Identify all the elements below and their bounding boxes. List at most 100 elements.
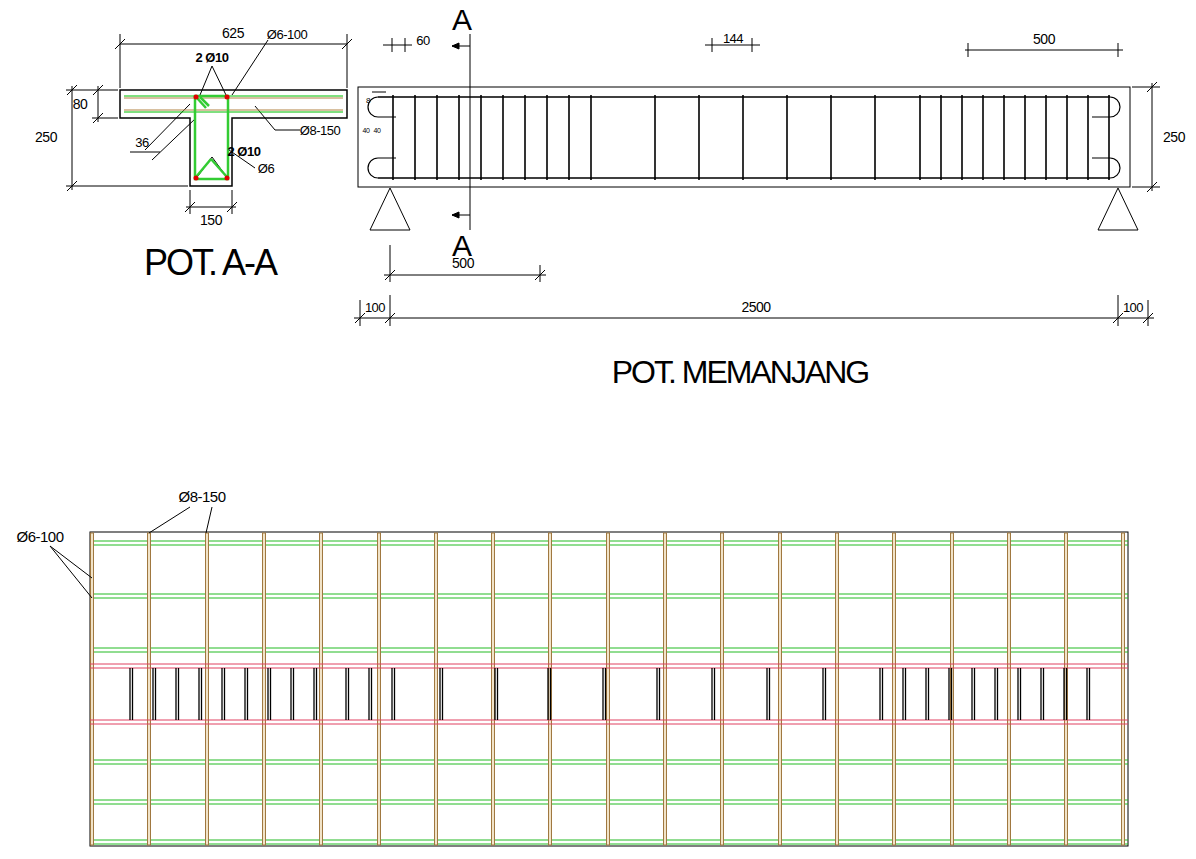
rebar-bar	[1122, 533, 1125, 845]
rebar-line	[175, 668, 176, 720]
rebar-line	[524, 95, 526, 180]
rebar-line	[391, 668, 392, 720]
rebar-line	[247, 668, 248, 720]
dimension: 40	[374, 127, 381, 134]
rebar-line	[902, 668, 903, 720]
rebar-line	[698, 95, 700, 180]
rebar-line	[830, 95, 832, 180]
rebar-line	[1045, 95, 1047, 180]
dimension: 8	[366, 97, 370, 105]
dimension: 80	[73, 97, 88, 111]
rebar-bar	[206, 533, 209, 845]
rebar-line	[1108, 95, 1110, 180]
dimension: 500	[1033, 32, 1055, 46]
dimension: 500	[452, 256, 474, 270]
rebar-line	[948, 668, 949, 720]
rebar-bar	[664, 533, 667, 845]
rebar-line	[316, 668, 317, 720]
rebar-line	[201, 668, 202, 720]
dimension: 36	[135, 136, 148, 149]
rebar-line	[1066, 668, 1067, 720]
rebar-line	[442, 668, 443, 720]
rebar-line	[90, 664, 1128, 665]
rebar-line	[919, 95, 921, 180]
rebar-callout: 2 Ø10	[196, 51, 229, 64]
dimension: 60	[416, 34, 429, 47]
rebar-line	[371, 668, 372, 720]
rebar-bar	[91, 533, 94, 845]
dimension: 250	[1163, 130, 1185, 144]
rebar-bar	[492, 533, 495, 845]
rebar-bar	[263, 533, 266, 845]
rebar-line	[714, 668, 715, 720]
rebar-line	[458, 95, 460, 180]
rebar-line	[940, 95, 942, 180]
rebar-line	[152, 668, 153, 720]
rebar-line	[1003, 95, 1005, 180]
rebar-line	[928, 668, 929, 720]
rebar-bar	[893, 533, 896, 845]
rebar-line	[224, 668, 225, 720]
rebar-line	[874, 95, 876, 180]
rebar-line	[925, 668, 926, 720]
rebar-line	[1086, 668, 1087, 720]
rebar-line	[368, 668, 369, 720]
section-mark: A	[452, 5, 470, 35]
rebar-line	[1020, 668, 1021, 720]
rebar-line	[590, 95, 592, 180]
rebar-line	[221, 668, 222, 720]
dimension: 100	[365, 301, 385, 314]
rebar-line	[290, 668, 291, 720]
rebar-line	[879, 668, 880, 720]
dimension: 40	[363, 127, 370, 134]
rebar-line	[436, 95, 438, 180]
rebar-line	[270, 668, 271, 720]
rebar-line	[439, 668, 440, 720]
rebar-line	[994, 668, 995, 720]
dimension: 2500	[741, 300, 770, 314]
rebar-line	[769, 668, 770, 720]
rebar-line	[502, 95, 504, 180]
rebar-bar	[378, 533, 381, 845]
rebar-line	[822, 668, 823, 720]
rebar-line	[568, 95, 570, 180]
rebar-callout: Ø8-150	[178, 489, 225, 504]
rebar-line	[961, 95, 963, 180]
dimension: 250	[35, 130, 57, 144]
rebar-line	[198, 668, 199, 720]
rebar-callout: 2 Ø10	[228, 145, 261, 158]
rebar-line	[659, 668, 660, 720]
rebar-line	[1066, 95, 1068, 180]
rebar-line	[480, 95, 482, 180]
rebar-callout: Ø6	[258, 162, 274, 175]
rebar-line	[392, 95, 394, 180]
rebar-bar	[148, 533, 151, 845]
dimension: 150	[200, 213, 222, 227]
rebar-bar	[435, 533, 438, 845]
rebar-line	[547, 668, 548, 720]
rebar-line	[244, 668, 245, 720]
rebar-line	[497, 668, 498, 720]
rebar-line	[155, 668, 156, 720]
rebar-line	[129, 668, 130, 720]
rebar-bar	[836, 533, 839, 845]
rebar-line	[1024, 95, 1026, 180]
rebar-line	[882, 668, 883, 720]
rebar-callout: Ø6-100	[16, 529, 63, 544]
rebar-bar	[951, 533, 954, 845]
rebar-line	[1017, 668, 1018, 720]
rebar-bar	[549, 533, 552, 845]
rebar-line	[974, 668, 975, 720]
section-title: POT. MEMANJANG	[612, 356, 868, 388]
rebar-line	[550, 668, 551, 720]
rebar-line	[494, 668, 495, 720]
rebar-line	[656, 668, 657, 720]
rebar-line	[414, 95, 416, 180]
rebar-bar	[320, 533, 323, 845]
rebar-line	[546, 95, 548, 180]
rebar-line	[1087, 95, 1089, 180]
rebar-callout: Ø8-150	[300, 124, 340, 137]
rebar-line	[90, 724, 1128, 725]
